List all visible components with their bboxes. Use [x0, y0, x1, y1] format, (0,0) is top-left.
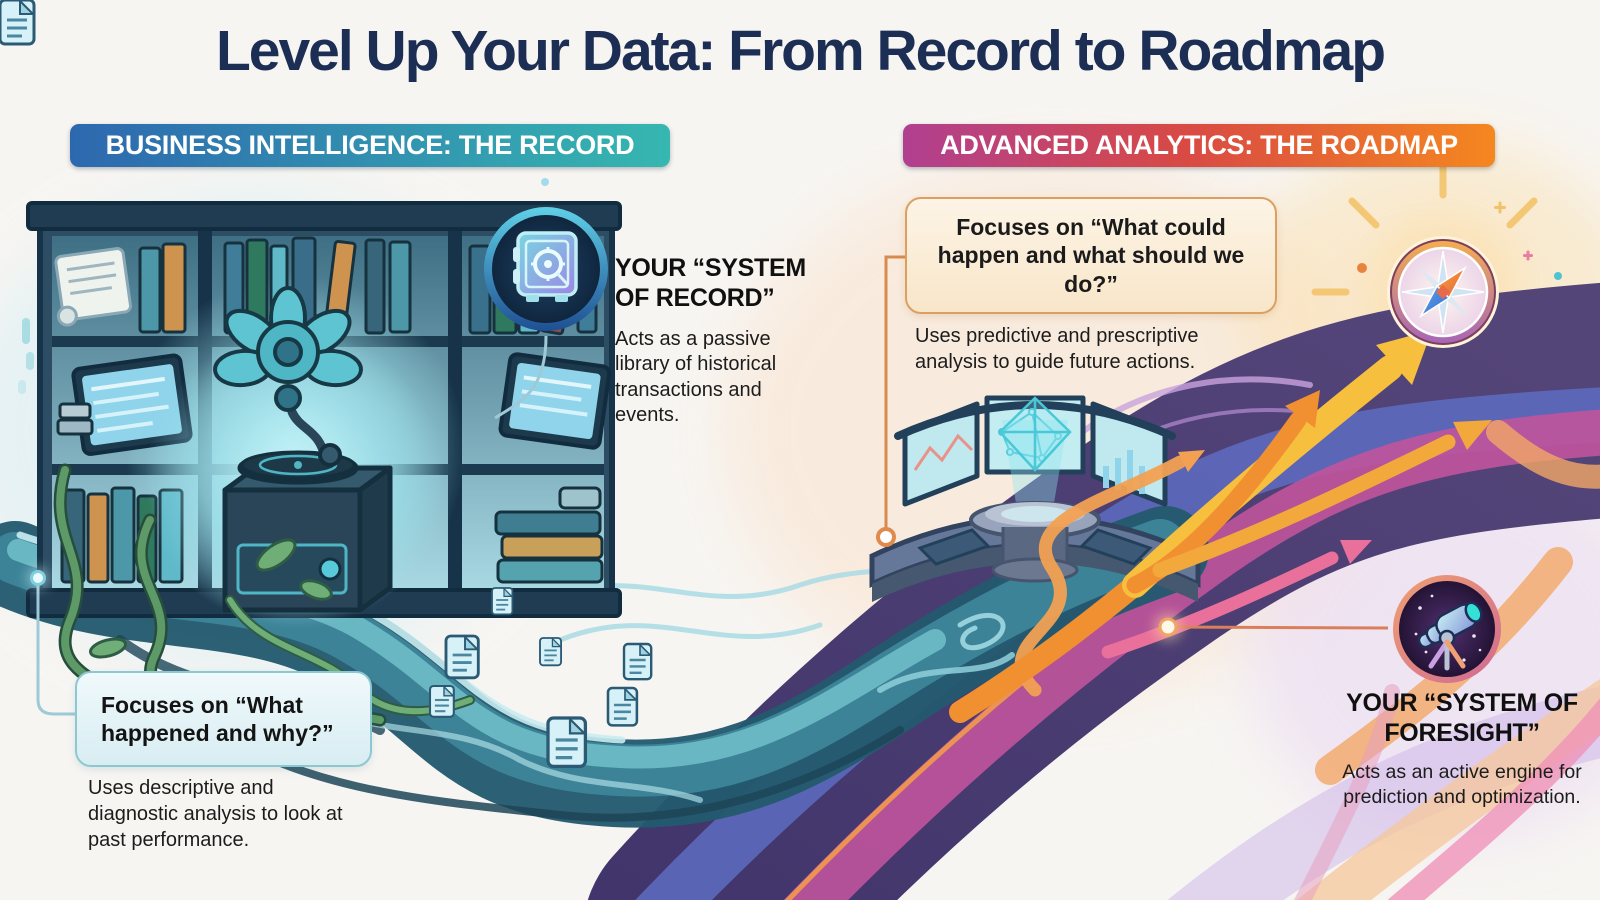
page-title: Level Up Your Data: From Record to Roadm… — [215, 19, 1386, 83]
bi-banner-label: BUSINESS INTELLIGENCE: THE RECORD — [105, 130, 635, 160]
aa-callout-heading: Focuses on “What could happen and what s… — [937, 214, 1245, 297]
system-of-foresight-body: Acts as an active engine for prediction … — [1342, 761, 1582, 809]
bi-section-banner: BUSINESS INTELLIGENCE: THE RECORD — [70, 124, 670, 167]
system-of-record-body: Acts as a passive library of historical … — [615, 328, 777, 427]
command-console-illustration — [869, 395, 1201, 602]
document-icons — [0, 0, 653, 769]
system-of-foresight-heading: YOUR “SYSTEM OF FORESIGHT” — [1346, 689, 1578, 747]
connector-aa-callout — [876, 255, 905, 547]
connector-vault — [494, 335, 548, 420]
aa-banner-label: ADVANCED ANALYTICS: THE ROADMAP — [940, 130, 1458, 160]
bi-callout-box: Focuses on “What happened and why?” — [75, 671, 372, 767]
vault-safe-icon — [482, 205, 610, 333]
aa-callout-box: Focuses on “What could happen and what s… — [905, 197, 1277, 314]
branching-roadmap-arrows — [949, 330, 1492, 723]
compass-icon — [1386, 235, 1500, 349]
system-of-record-heading: YOUR “SYSTEM OF RECORD” — [615, 254, 806, 312]
telescope-icon — [1390, 572, 1504, 686]
connector-telescope — [1154, 613, 1389, 641]
aa-section-banner: ADVANCED ANALYTICS: THE ROADMAP — [903, 124, 1495, 167]
aa-callout-body: Uses predictive and prescriptive analysi… — [915, 325, 1199, 373]
bi-callout-body: Uses descriptive and diagnostic analysis… — [88, 777, 343, 851]
sparkle-dots — [18, 178, 1562, 394]
bi-callout-heading: Focuses on “What happened and why?” — [101, 691, 334, 746]
connector-bi-callout — [27, 567, 75, 716]
gramophone-horn — [213, 286, 363, 412]
gramophone-illustration — [145, 286, 445, 630]
system-of-foresight-label: YOUR “SYSTEM OF FORESIGHT” Acts as an ac… — [1342, 688, 1582, 811]
system-of-record-label: YOUR “SYSTEM OF RECORD” Acts as a passiv… — [615, 254, 827, 429]
